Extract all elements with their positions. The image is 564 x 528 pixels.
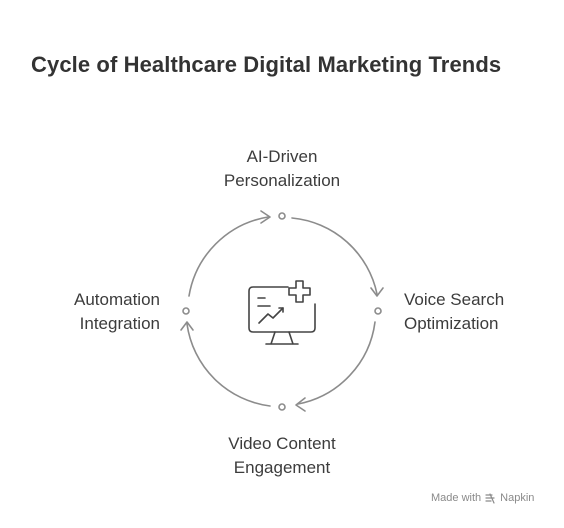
node-label-line: Optimization (404, 314, 499, 333)
node-dot-right (374, 307, 382, 315)
cycle-arc-top-right (291, 217, 378, 295)
node-dot-top (278, 212, 286, 220)
node-label-video-content-engagement: Video Content Engagement (182, 432, 382, 480)
node-label-voice-search-optimization: Voice Search Optimization (404, 288, 504, 336)
cycle-arc-left-top (188, 216, 269, 297)
cycle-arc-right-bottom (297, 321, 376, 405)
node-label-line: AI-Driven (246, 147, 318, 166)
made-with-text: Made with (431, 492, 482, 504)
page-title: Cycle of Healthcare Digital Marketing Tr… (31, 52, 502, 77)
cycle-arrow-right (370, 287, 384, 297)
node-label-line: Integration (79, 314, 160, 333)
cycle-arrow-top (260, 210, 271, 224)
node-dot-left (182, 307, 190, 315)
cycle-arrow-left (180, 321, 194, 331)
node-label-line: Voice Search (404, 290, 505, 309)
node-label-line: Engagement (233, 458, 331, 477)
node-label-line: Video Content (228, 434, 336, 453)
monitor-medical-chart-icon (248, 280, 316, 345)
napkin-brand-text: Napkin (500, 492, 535, 504)
node-label-automation-integration: Automation Integration (40, 288, 160, 336)
cycle-arrow-bottom (295, 397, 306, 412)
node-dot-bottom (278, 403, 286, 411)
cycle-arc-bottom-left (186, 323, 271, 407)
node-label-ai-driven-personalization: AI-Driven Personalization (182, 145, 382, 193)
node-label-line: Personalization (223, 171, 341, 190)
made-with-napkin-footer[interactable]: Made with Napkin (431, 492, 534, 504)
napkin-logo-icon (485, 492, 495, 504)
node-label-line: Automation (74, 290, 160, 309)
